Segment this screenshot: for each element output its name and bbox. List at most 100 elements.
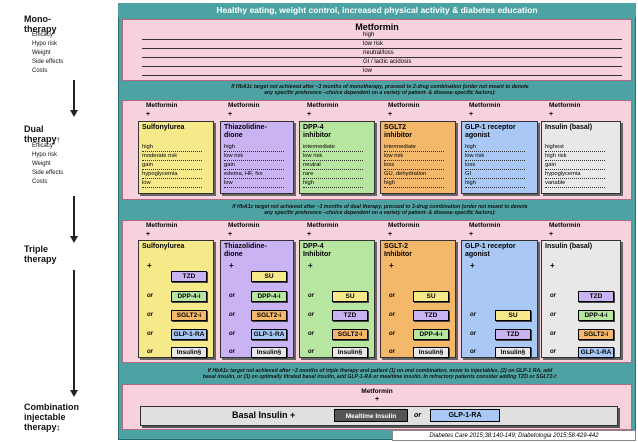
triple-or: or — [550, 293, 556, 299]
triple-or: or — [147, 331, 153, 337]
dual-row-label: Hypo risk — [32, 152, 58, 158]
citation: Diabetes Care 2015;38:140-149; Diabetolo… — [392, 430, 636, 441]
dual-plus: + — [549, 111, 554, 118]
dual-drug-prop: high — [142, 144, 202, 152]
triple-drug-name: SGLT-2 Inhibitor — [384, 243, 412, 258]
triple-or: or — [229, 312, 235, 318]
triple-option-chip: TZD — [171, 271, 207, 282]
dual-metformin: Metformin — [469, 102, 501, 109]
note-monotherapy: If HbA1c target not achieved after ~3 mo… — [231, 84, 529, 96]
triple-or: or — [229, 331, 235, 337]
triple-or: or — [308, 293, 314, 299]
triple-drug-name: Sulfonylurea — [142, 243, 185, 250]
triple-or: or — [308, 312, 314, 318]
triple-option-chip: Insulin§ — [495, 347, 531, 358]
triple-option-chip: GLP-1-RA — [171, 329, 207, 340]
mono-line — [142, 75, 622, 76]
triple-option-chip: SU — [413, 291, 449, 302]
dual-drug-name: Thiazolidine- dione — [224, 124, 267, 139]
triple-drug-name: GLP-1 receptor agonist — [465, 243, 516, 258]
triple-option-chip: GLP-1-RA — [251, 329, 287, 340]
dual-drug-prop: edema, HF, fxs — [224, 171, 284, 179]
arrow-head-1 — [70, 110, 78, 117]
triple-option-chip: Insulin§ — [251, 347, 287, 358]
triple-plus-inner: + — [308, 261, 313, 270]
triple-drug-name: DPP-4 Inhibitor — [303, 243, 331, 258]
dual-drug-prop: hypoglycemia — [142, 171, 202, 179]
triple-plus: + — [388, 231, 393, 238]
mono-title: Metformin — [355, 22, 399, 32]
dual-plus: + — [228, 111, 233, 118]
mono-value: low risk — [362, 41, 385, 48]
triple-drug-name: Insulin (basal) — [545, 243, 593, 250]
dual-drug-prop: low risk — [465, 153, 525, 161]
stage-triple: Triple therapy — [24, 244, 57, 264]
dual-row-label: Efficacy* — [32, 143, 56, 149]
dual-drug-prop: intermediate — [384, 144, 444, 152]
arrow-line-2 — [73, 196, 75, 238]
mono-value: high — [362, 32, 376, 39]
dual-drug-name: DPP-4 inhibitor — [303, 124, 331, 139]
dual-drug-prop: low risk — [384, 153, 444, 161]
mono-value: low — [362, 68, 374, 75]
triple-plus: + — [469, 231, 474, 238]
mono-value: neutral/loss — [362, 50, 395, 57]
dual-drug-prop: GI — [465, 171, 525, 179]
triple-or: or — [147, 293, 153, 299]
dual-drug-prop: high — [224, 144, 284, 152]
combo-mealtime-chip: Mealtime Insulin — [334, 409, 408, 422]
stage-mono: Mono- therapy — [24, 14, 57, 34]
mono-line — [142, 48, 622, 49]
dual-drug-prop: gain — [224, 162, 284, 170]
triple-or: or — [550, 349, 556, 355]
dual-drug-prop: low — [142, 180, 202, 188]
triple-plus-inner: + — [470, 261, 475, 270]
triple-plus: + — [228, 231, 233, 238]
triple-option-chip: TZD — [413, 310, 449, 321]
triple-plus-inner: + — [550, 261, 555, 270]
triple-plus-inner: + — [147, 261, 152, 270]
stage-combo-text: Combination injectable therapy — [24, 402, 79, 432]
dual-metformin: Metformin — [549, 102, 581, 109]
dual-metformin: Metformin — [388, 102, 420, 109]
dual-drug-prop: high — [465, 180, 525, 188]
triple-option-chip: SGLT2-i — [578, 329, 614, 340]
dual-drug-prop: gain — [545, 162, 605, 170]
arrow-head-3 — [70, 390, 78, 397]
dual-row-label: Weight — [32, 161, 51, 167]
note-dual: If HbA1c target not achieved after ~3 mo… — [232, 204, 528, 216]
triple-metformin: Metformin — [228, 222, 260, 229]
dual-drug-prop: high — [384, 180, 444, 188]
triple-plus: + — [549, 231, 554, 238]
arrow-line-1 — [73, 80, 75, 112]
triple-or: or — [229, 349, 235, 355]
triple-or: or — [389, 349, 395, 355]
combo-or: or — [414, 412, 421, 419]
triple-option-chip: DPP-4-i — [251, 291, 287, 302]
triple-drug-name: Thiazolidine- dione — [224, 243, 267, 258]
mono-row-label: Efficacy* — [32, 32, 56, 38]
dual-drug-prop: loss — [465, 162, 525, 170]
triple-or: or — [470, 349, 476, 355]
triple-metformin: Metformin — [388, 222, 420, 229]
dual-drug-prop: GU, dehydration — [384, 171, 444, 179]
triple-or: or — [308, 349, 314, 355]
dual-drug-prop: neutral — [303, 162, 363, 170]
stage-combo-mark: ‡ — [56, 426, 60, 432]
dual-drug-prop: high — [465, 144, 525, 152]
triple-option-chip: Insulin§ — [413, 347, 449, 358]
dual-drug-prop: low risk — [303, 153, 363, 161]
triple-or: or — [389, 312, 395, 318]
mono-row-label: Costs — [32, 68, 48, 74]
combo-glp1-chip: GLP-1-RA — [430, 409, 500, 422]
dual-drug-prop: intermediate — [303, 144, 363, 152]
dual-drug-prop: gain — [142, 162, 202, 170]
triple-or: or — [147, 349, 153, 355]
dual-drug-name: Sulfonylurea — [142, 124, 185, 131]
dual-metformin: Metformin — [146, 102, 178, 109]
